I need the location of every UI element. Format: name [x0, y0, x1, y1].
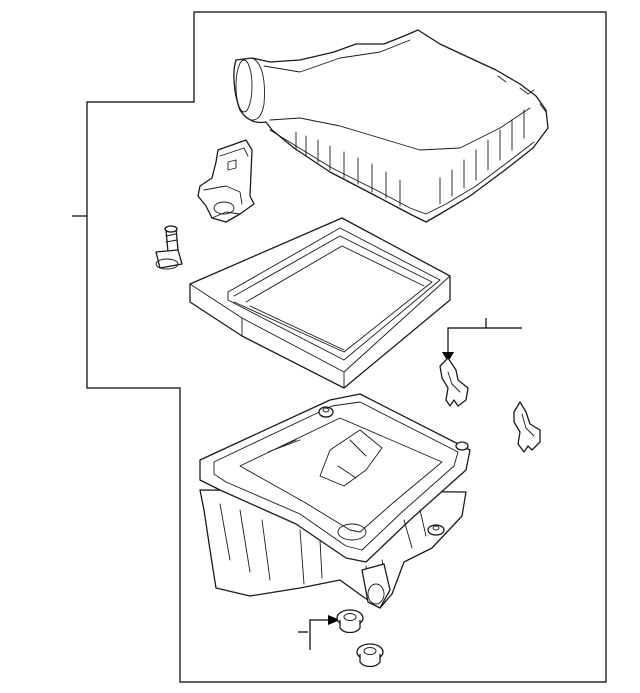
grommet-upper — [336, 609, 364, 634]
air-cleaner-upper-cover — [233, 29, 549, 223]
assembly-boundary-frame — [86, 11, 607, 683]
grommet-callout — [298, 615, 340, 650]
retaining-clip-left — [439, 357, 469, 407]
mounting-bolt — [155, 225, 183, 270]
grommet-lower — [356, 643, 384, 668]
retaining-clip-right — [513, 401, 541, 453]
air-cleaner-lower-housing — [199, 393, 471, 609]
mass-air-flow-sensor — [197, 139, 255, 223]
clip-callout — [442, 318, 522, 362]
air-filter-element — [189, 217, 451, 389]
